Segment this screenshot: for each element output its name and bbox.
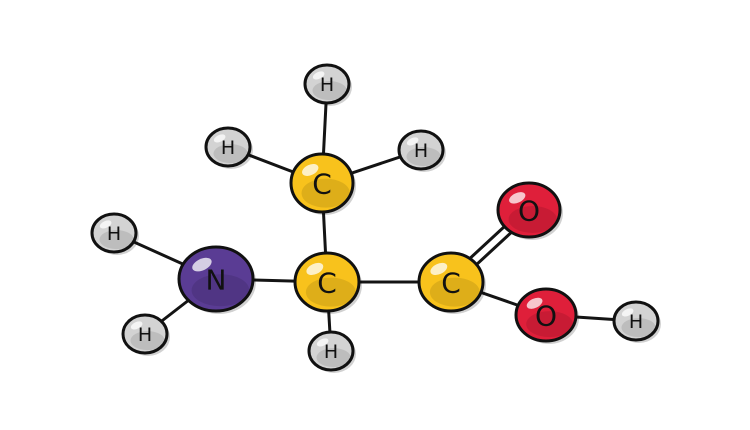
atom-o-hydroxyl: O bbox=[514, 287, 579, 344]
atom-shade bbox=[301, 178, 350, 208]
atom-h-upper-right: H bbox=[397, 129, 446, 172]
atom-h-top: H bbox=[303, 63, 352, 106]
atom-label-o-hydroxyl: O bbox=[535, 300, 557, 333]
atom-highlight bbox=[213, 134, 226, 143]
atom-shade bbox=[316, 348, 351, 368]
atom-highlight bbox=[526, 297, 543, 309]
atom-shade bbox=[526, 311, 573, 338]
atom-c-alpha: C bbox=[293, 251, 362, 314]
atom-highlight bbox=[621, 308, 634, 317]
atom-h-hydroxyl: H bbox=[612, 300, 661, 343]
atom-highlight bbox=[306, 262, 324, 276]
atom-label-c-methyl: C bbox=[312, 168, 332, 201]
atom-label-h-top: H bbox=[320, 74, 334, 96]
atom-shade bbox=[191, 274, 250, 307]
atom-highlight bbox=[509, 192, 526, 204]
atom-c-methyl: C bbox=[289, 152, 356, 215]
atom-o-carbonyl: O bbox=[496, 181, 563, 240]
atom-shade bbox=[130, 331, 165, 351]
atom-shade bbox=[305, 277, 356, 307]
atom-shade bbox=[99, 230, 134, 250]
atom-highlight bbox=[430, 262, 448, 276]
atom-label-n-amine: N bbox=[206, 264, 227, 297]
atom-shade bbox=[312, 81, 347, 101]
atoms-layer: H H H C H N H C H C O O H bbox=[90, 63, 661, 373]
atom-label-h-amine-bottom: H bbox=[138, 324, 152, 346]
atom-label-h-alpha: H bbox=[324, 341, 338, 363]
atom-highlight bbox=[130, 321, 143, 330]
atom-label-o-carbonyl: O bbox=[518, 195, 540, 228]
atom-h-upper-left: H bbox=[204, 126, 253, 169]
atom-highlight bbox=[302, 163, 319, 176]
atom-shade bbox=[213, 144, 248, 164]
atom-highlight bbox=[192, 257, 212, 272]
atom-highlight bbox=[316, 338, 329, 347]
atom-label-c-alpha: C bbox=[317, 267, 337, 300]
atom-label-h-upper-right: H bbox=[414, 140, 428, 162]
atom-shade bbox=[621, 318, 656, 338]
atom-label-c-carboxyl: C bbox=[441, 267, 461, 300]
atom-h-alpha: H bbox=[307, 330, 356, 373]
atom-label-h-upper-left: H bbox=[221, 137, 235, 159]
atom-h-amine-top: H bbox=[90, 212, 139, 255]
atom-c-carboxyl: C bbox=[417, 251, 486, 314]
atom-shade bbox=[429, 277, 480, 307]
atom-shade bbox=[508, 205, 557, 233]
atom-label-h-amine-top: H bbox=[107, 223, 121, 245]
atom-label-h-hydroxyl: H bbox=[629, 311, 643, 333]
atom-h-amine-bottom: H bbox=[121, 313, 170, 356]
atom-highlight bbox=[406, 137, 419, 146]
atom-shade bbox=[406, 147, 441, 167]
atom-highlight bbox=[99, 220, 112, 229]
atom-highlight bbox=[312, 71, 325, 80]
atom-n-amine: N bbox=[177, 245, 256, 314]
